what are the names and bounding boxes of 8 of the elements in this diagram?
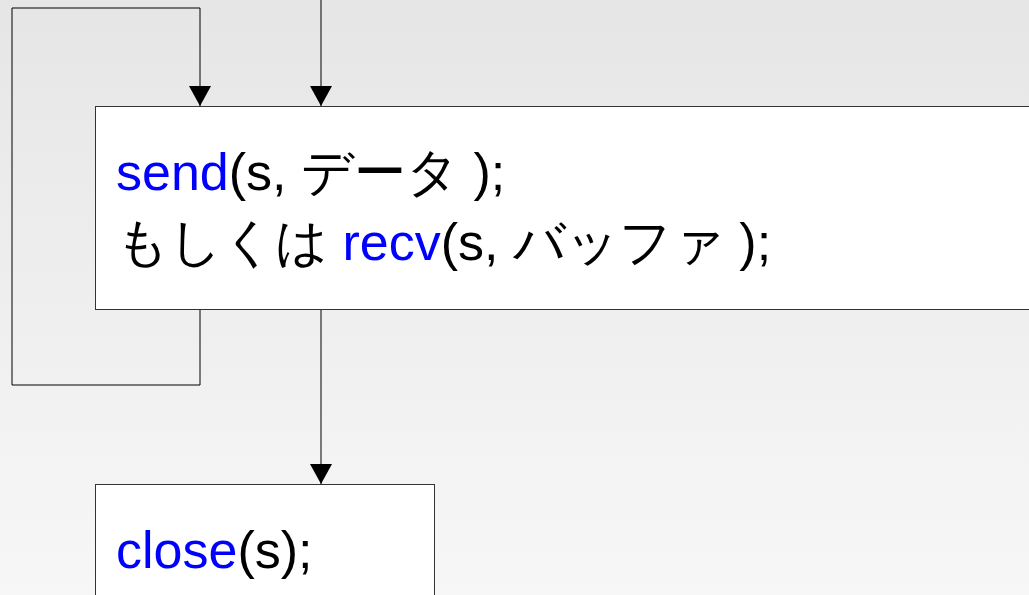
code-line: close(s);: [116, 520, 313, 581]
process-box: [95, 484, 435, 595]
arrow: [11, 7, 211, 386]
code-line: send(s, データ );: [116, 142, 506, 203]
arrow: [310, 309, 332, 485]
code-line: もしくは recv(s, バッファ );: [116, 212, 772, 273]
arrow: [310, 0, 332, 107]
process-box: [95, 106, 1029, 310]
